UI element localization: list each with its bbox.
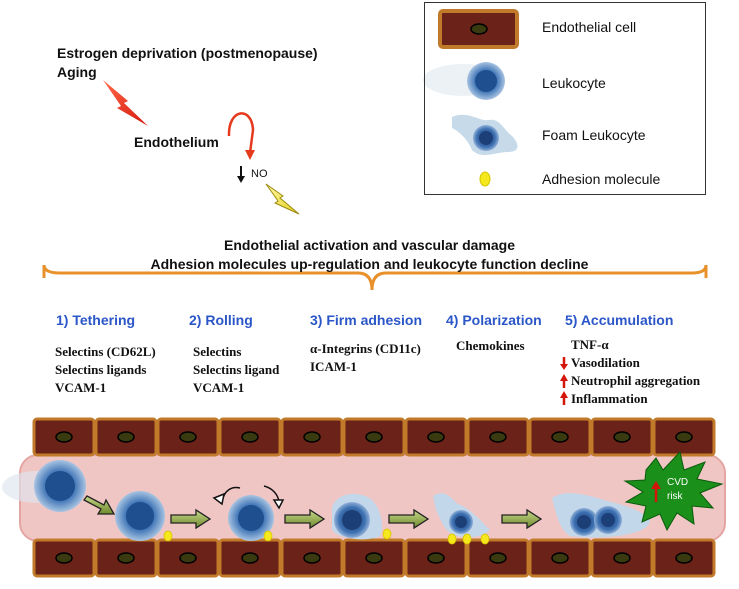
endothelial-cell-icon	[218, 538, 282, 578]
endothelial-cell-icon	[404, 417, 468, 457]
no-label: NO	[251, 168, 268, 180]
list-item: ICAM-1	[310, 359, 357, 374]
endothelial-cell-icon	[156, 538, 220, 578]
headline: Endothelial activation and vascular dama…	[0, 236, 739, 274]
endothelial-cell-icon	[528, 538, 592, 578]
step-polarization-list: Chemokines	[456, 337, 525, 355]
endothelial-cell-icon	[652, 538, 716, 578]
headline-line-1: Endothelial activation and vascular dama…	[224, 237, 515, 253]
step-polarization-title: 4) Polarization	[446, 312, 542, 328]
endothelial-bottom-row	[32, 538, 716, 578]
legend-box	[424, 2, 706, 195]
headline-line-2: Adhesion molecules up-regulation and leu…	[150, 256, 589, 272]
accumulation-arrows	[560, 357, 568, 405]
step-rolling-title: 2) Rolling	[189, 312, 253, 328]
orange-bracket	[42, 264, 708, 291]
endothelial-cell-icon	[32, 538, 96, 578]
list-item: Selectins (CD62L)	[55, 344, 156, 359]
step-firm-adhesion-title: 3) Firm adhesion	[310, 312, 423, 328]
down-arrow-vasodilation-icon	[560, 364, 568, 370]
cause-aging: Aging	[57, 64, 97, 80]
rolling-leukocyte-2-icon	[228, 495, 274, 541]
rotation-arrow-right-icon	[272, 499, 285, 510]
list-item: Chemokines	[456, 338, 525, 353]
legend-foam-leukocyte-icon	[452, 114, 518, 156]
legend-adhesion-molecule-icon	[479, 171, 491, 187]
legend-leukocyte-icon	[423, 62, 505, 100]
endothelial-cell-icon	[280, 417, 344, 457]
list-item: α-Integrins (CD11c)	[310, 341, 421, 356]
endothelium-label: Endothelium	[134, 134, 219, 150]
list-item: Inflammation	[571, 391, 648, 406]
adhesion-molecules	[163, 528, 490, 545]
rolling-leukocyte-icon	[115, 491, 165, 541]
firm-adhesion-leukocyte-icon	[332, 493, 382, 540]
endothelial-cell-icon	[342, 538, 406, 578]
endothelial-cell-icon	[590, 417, 654, 457]
list-item: Selectins	[193, 344, 242, 359]
accumulated-leukocytes-icon	[552, 493, 650, 538]
step-firm-adhesion-list: α-Integrins (CD11c) ICAM-1	[310, 340, 421, 376]
causes-text: Estrogen deprivation (postmenopause) Agi…	[57, 44, 318, 82]
legend-endothelial-cell-icon	[438, 9, 519, 49]
endothelial-cell-icon	[94, 538, 158, 578]
cause-estrogen: Estrogen deprivation (postmenopause)	[57, 45, 318, 61]
list-item: VCAM-1	[193, 380, 245, 395]
endothelial-cell-icon	[590, 538, 654, 578]
endothelial-cell-icon	[156, 417, 220, 457]
endothelial-cell-icon	[342, 417, 406, 457]
legend-adhesion-molecule-label: Adhesion molecule	[542, 171, 661, 187]
list-item: Selectins ligands	[55, 362, 147, 377]
legend-endothelial-cell-label: Endothelial cell	[542, 19, 637, 35]
endothelial-cell-icon	[94, 417, 158, 457]
cvd-risk-label-2: risk	[667, 491, 684, 502]
up-arrow-inflammation-icon	[560, 391, 568, 398]
list-item: TNF-α	[571, 337, 609, 352]
up-arrow-neutrophil-icon	[560, 374, 568, 381]
endothelial-cell-icon	[404, 538, 468, 578]
list-item: VCAM-1	[55, 380, 107, 395]
rotation-arrow-left-icon	[212, 492, 226, 506]
endothelial-cell-icon	[466, 538, 530, 578]
step-rolling-list: Selectins Selectins ligand VCAM-1	[193, 343, 279, 397]
red-curved-arrow-icon	[227, 112, 255, 154]
step-tethering-title: 1) Tethering	[56, 312, 136, 328]
legend-leukocyte-label: Leukocyte	[542, 75, 606, 91]
list-item: Vasodilation	[571, 355, 640, 370]
tethering-leukocyte-icon	[2, 460, 86, 512]
endothelial-cell-icon	[528, 417, 592, 457]
cvd-risk-star-icon	[623, 450, 724, 532]
red-lightning-icon	[103, 80, 148, 126]
list-item: Selectins ligand	[193, 362, 280, 377]
endothelial-top-row	[32, 417, 716, 457]
yellow-lightning-icon	[265, 183, 300, 215]
step-accumulation-list: TNF-α Vasodilation Neutrophil aggregatio…	[571, 336, 700, 408]
legend-foam-leukocyte-label: Foam Leukocyte	[542, 127, 646, 143]
step-tethering-list: Selectins (CD62L) Selectins ligands VCAM…	[55, 343, 156, 397]
endothelial-cell-icon	[466, 417, 530, 457]
endothelial-cell-icon	[218, 417, 282, 457]
flow-arrows	[83, 495, 543, 530]
endothelial-cell-icon	[280, 538, 344, 578]
step-accumulation-title: 5) Accumulation	[565, 312, 674, 328]
list-item: Neutrophil aggregation	[571, 373, 701, 388]
polarized-leukocyte-icon	[433, 493, 490, 538]
endothelial-cell-icon	[32, 417, 96, 457]
cvd-risk-label: CVD	[667, 477, 688, 488]
endothelial-cell-icon	[652, 417, 716, 457]
